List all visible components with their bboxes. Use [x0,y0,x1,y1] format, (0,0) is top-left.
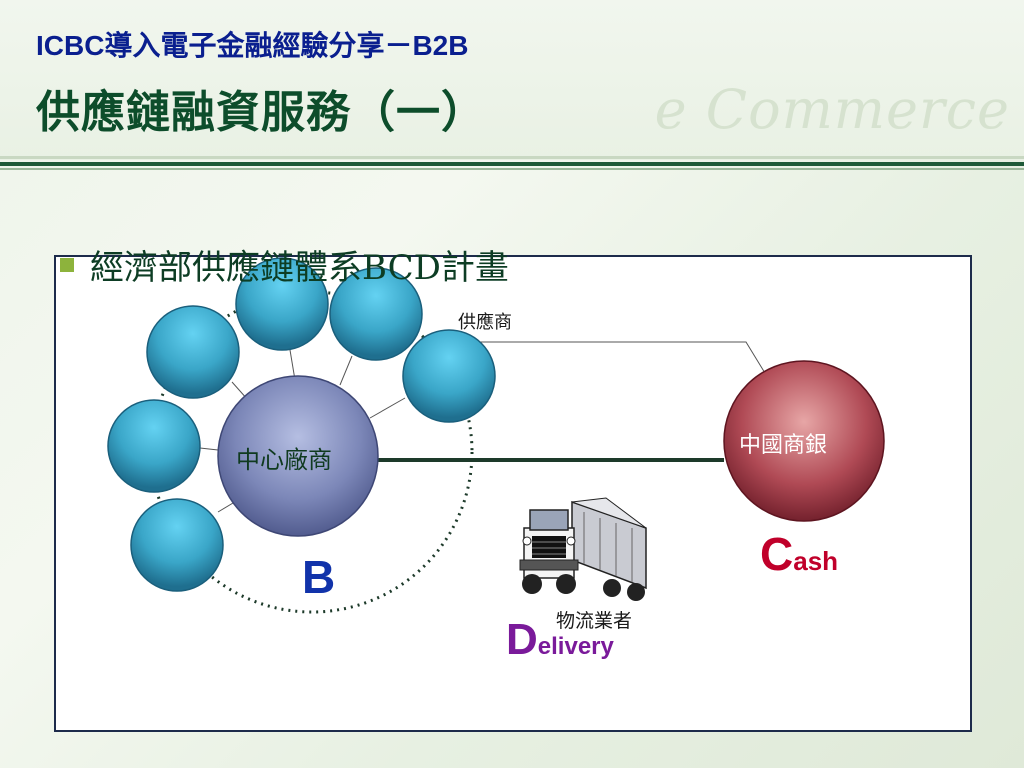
ecommerce-watermark: e Commerce [654,78,1010,141]
supplier-node [329,267,423,361]
spoke-line [199,447,219,451]
supply-chain-boundary [150,290,474,614]
delivery-initial: D [506,615,538,664]
center-firm-node [217,375,379,537]
slide-subtitle: 供應鏈融資服務（一） [36,87,486,138]
supplier-node [402,329,496,423]
supplier-bank-connector [478,341,769,379]
supplier-label: 供應商 [458,312,512,333]
header-rule-thin [0,168,1024,170]
header-band [0,0,1024,160]
delivery-rest: elivery [537,633,614,660]
supplier-node [235,257,329,351]
b-letter-label: B [302,551,336,603]
bullet-text: 經濟部供應鏈體系BCD計畫 [90,248,509,288]
bank-node [723,360,885,522]
bank-label: 中國商銀 [739,433,828,458]
supplier-node [146,305,240,399]
spoke-line [289,349,296,381]
spoke-line [339,355,353,386]
slide-title: ICBC導入電子金融經驗分享－B2B [36,30,469,61]
center-firm-label: 中心廠商 [236,446,332,474]
cash-initial: C [760,528,794,580]
truck-icon [519,497,647,601]
cash-label: Cash [760,527,838,581]
delivery-label: Delivery [506,615,614,665]
supplier-node [130,498,224,592]
header-rule-dark [0,162,1024,166]
header-rule-light [0,156,1024,159]
spoke-line [369,397,406,419]
cash-rest: ash [793,546,839,576]
supplier-node [107,399,201,493]
logistics-label: 物流業者 [556,610,633,632]
bullet-square [60,258,74,272]
